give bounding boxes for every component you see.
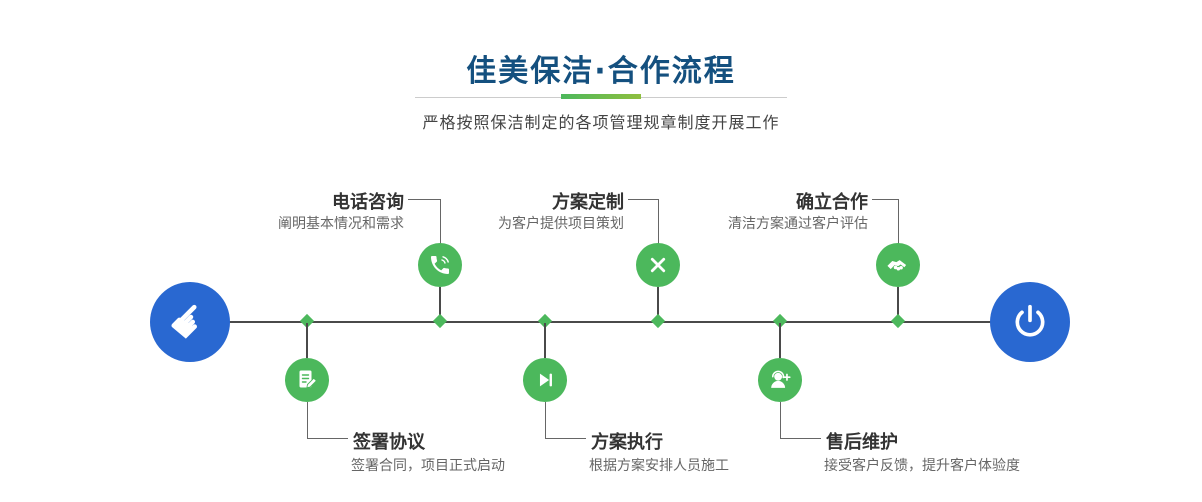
phone-icon [431, 256, 449, 274]
step-desc-phone: 阐明基本情况和需求 [278, 216, 404, 232]
step-title-execute: 方案执行 [591, 432, 663, 453]
connector-contract [307, 402, 348, 439]
page-subtitle: 严格按照保洁制定的各项管理规章制度开展工作 [422, 113, 780, 132]
step-title-contract: 签署协议 [353, 432, 425, 453]
connector-execute [545, 402, 586, 439]
timeline-end-node [990, 282, 1070, 362]
step-title-phone: 电话咨询 [332, 192, 404, 213]
step-node-plan [636, 243, 680, 287]
step-desc-aftersale: 接受客户反馈，提升客户体验度 [824, 458, 1020, 474]
step-node-contract [285, 358, 329, 402]
step-title-plan: 方案定制 [552, 192, 624, 213]
step-node-execute [523, 358, 567, 402]
timeline-line [190, 321, 1030, 323]
aftersale-icon [771, 370, 791, 388]
design-icon [650, 257, 666, 273]
step-desc-cooperate: 清洁方案通过客户评估 [728, 216, 868, 232]
step-title-aftersale: 售后维护 [826, 432, 898, 453]
diamond-phone [432, 313, 448, 329]
execute-icon [539, 373, 552, 387]
step-node-aftersale [758, 358, 802, 402]
handshake-icon [887, 260, 907, 271]
pointing-hand-icon: ☛ [157, 289, 222, 354]
step-node-cooperate [876, 243, 920, 287]
stub-plan [657, 287, 659, 321]
step-node-phone [418, 243, 462, 287]
stub-phone [439, 287, 441, 321]
step-desc-execute: 根据方案安排人员施工 [589, 458, 729, 474]
connector-phone [408, 199, 441, 244]
step-desc-contract: 签署合同，项目正式启动 [351, 458, 505, 474]
timeline-start-node: ☛ [150, 282, 230, 362]
diamond-cooperate [890, 313, 906, 329]
contract-icon [299, 370, 318, 389]
diamond-plan [650, 313, 666, 329]
connector-aftersale [780, 402, 821, 439]
stub-cooperate [897, 287, 899, 321]
step-desc-plan: 为客户提供项目策划 [498, 216, 624, 232]
connector-plan [628, 199, 659, 244]
connector-cooperate [872, 199, 899, 244]
title-divider-accent [561, 94, 641, 99]
stub-aftersale [779, 323, 781, 358]
page-title: 佳美保洁·合作流程 [466, 54, 736, 89]
stub-execute [544, 323, 546, 358]
stub-contract [306, 323, 308, 358]
step-title-cooperate: 确立合作 [796, 192, 868, 213]
power-icon [1015, 304, 1045, 337]
